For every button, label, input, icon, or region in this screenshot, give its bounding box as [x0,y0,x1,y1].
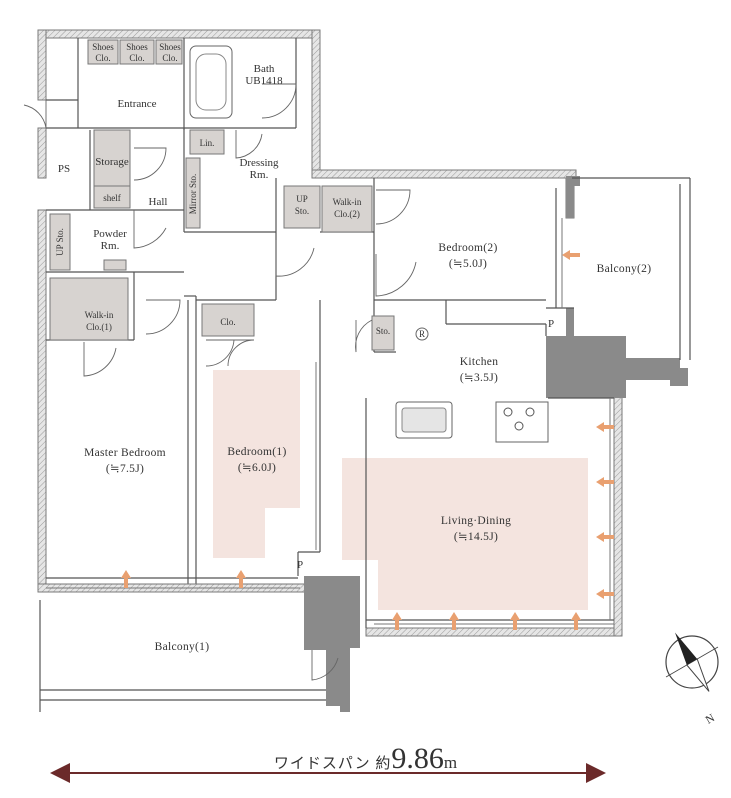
label-shoes2: Shoes [126,42,148,52]
label-p1: P [548,318,554,330]
up-storage-1 [283,185,321,229]
shoes-closet-2 [119,39,155,65]
interior-walls [39,38,691,712]
shoes-closet-3 [155,39,183,65]
label-bedroom1: Bedroom(1) [227,446,286,458]
label-refrigerator: R [419,329,425,339]
label-up-sto1: UP [296,194,308,204]
compass-icon [665,632,719,692]
stove [495,401,549,443]
label-bedroom2-size: (≒5.0J) [449,258,487,270]
mirror-storage [185,157,201,229]
label-lin: Lin. [200,138,215,148]
label-bedroom2: Bedroom(2) [438,242,497,254]
width-prefix: ワイドスパン 約 [273,756,392,772]
powder-sink [103,259,127,271]
label-balcony2: Balcony(2) [597,263,652,275]
label-balcony1: Balcony(1) [155,641,210,653]
refrigerator-symbol [415,327,429,341]
label-master: Master Bedroom [84,447,166,459]
shoes-closet-1 [87,39,119,65]
fixtures [49,39,549,443]
width-unit: m [443,753,458,772]
label-bath-model: UB1418 [245,75,283,87]
room-labels: Shoes Clo. Shoes Clo. Shoes Clo. Bath UB… [55,42,651,653]
label-walkin1b: Clo.(1) [86,322,112,332]
columns [304,176,688,712]
label-sto: Sto. [376,326,390,336]
label-shoes3: Shoes [159,42,181,52]
label-master-size: (≒7.5J) [106,463,144,475]
label-walkin2b: Clo.(2) [334,209,360,219]
bedroom1-closet [201,303,255,337]
doors [23,83,417,681]
label-kitchen: Kitchen [460,356,499,368]
label-up-sto2: UP Sto. [55,228,65,256]
burner-icons [503,407,535,431]
label-p2: P [297,559,303,571]
label-up-sto1b: Sto. [295,206,309,216]
label-shelf: shelf [103,193,121,203]
label-bedroom1-size: (≒6.0J) [238,462,276,474]
label-ps: PS [58,163,70,175]
kitchen-storage [371,315,395,351]
label-shoes2b: Clo. [129,53,144,63]
compass-north-label: N [704,712,718,727]
label-living: Living·Dining [441,515,511,527]
label-kitchen-size: (≒3.5J) [460,372,498,384]
up-storage-2 [49,213,71,271]
walk-in-closet-2 [321,185,373,233]
label-storage: Storage [95,156,129,168]
airflow-arrows [121,250,614,630]
label-dressing-b: Rm. [250,169,269,181]
label-walkin2: Walk-in [333,197,362,207]
label-hall: Hall [149,196,168,208]
label-living-size: (≒14.5J) [454,531,498,543]
label-powder-b: Rm. [101,240,120,252]
label-entrance: Entrance [117,98,156,110]
width-value: 9.86 [391,742,444,775]
linen-closet [189,129,225,155]
label-shoes1b: Clo. [95,53,110,63]
storage-cabinet [93,129,131,187]
label-walkin1: Walk-in [85,310,114,320]
label-shoes1: Shoes [92,42,114,52]
width-span-label: ワイドスパン 約9.86m [0,742,731,776]
label-powder: Powder [93,228,127,240]
label-shoes3b: Clo. [162,53,177,63]
label-mirror: Mirror Sto. [188,174,198,215]
label-bath: Bath [254,63,275,75]
walk-in-closet-1 [49,277,129,341]
label-dressing: Dressing [239,157,279,169]
floor-highlights [213,370,588,610]
label-clo: Clo. [220,317,235,327]
shelf-unit [93,185,131,209]
